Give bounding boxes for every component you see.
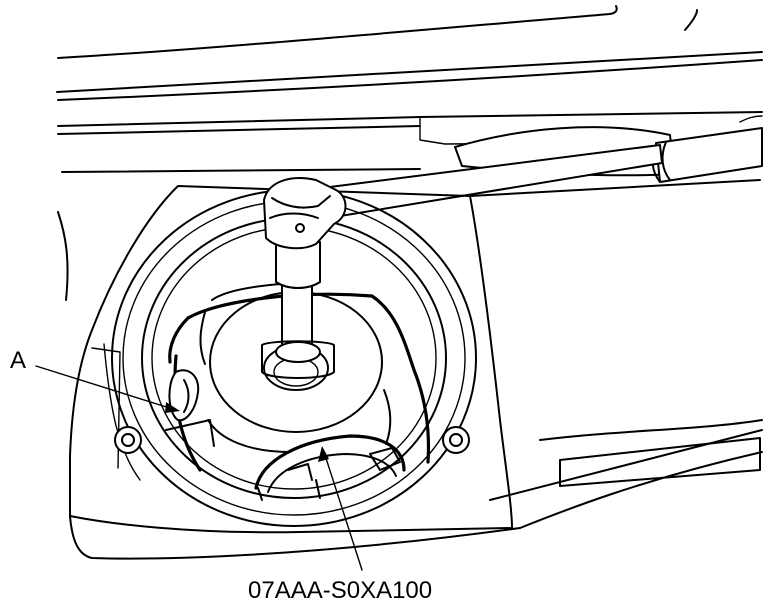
leader-line-a xyxy=(35,365,180,413)
mounting-bolt-left xyxy=(114,426,142,454)
callout-label-tool: 07AAA-S0XA100 xyxy=(248,577,432,604)
upper-body-panel xyxy=(56,5,763,173)
callout-label-a: A xyxy=(10,347,26,374)
leader-line-tool xyxy=(318,446,363,571)
extension-handle xyxy=(321,115,763,219)
socket-extension xyxy=(261,177,347,379)
special-tool xyxy=(254,434,406,501)
mounting-bolt-right xyxy=(442,426,470,454)
right-body-panel xyxy=(469,179,763,529)
locking-ring-tab-a xyxy=(165,354,215,472)
access-plate xyxy=(69,185,521,560)
left-trim-edge xyxy=(57,211,69,301)
